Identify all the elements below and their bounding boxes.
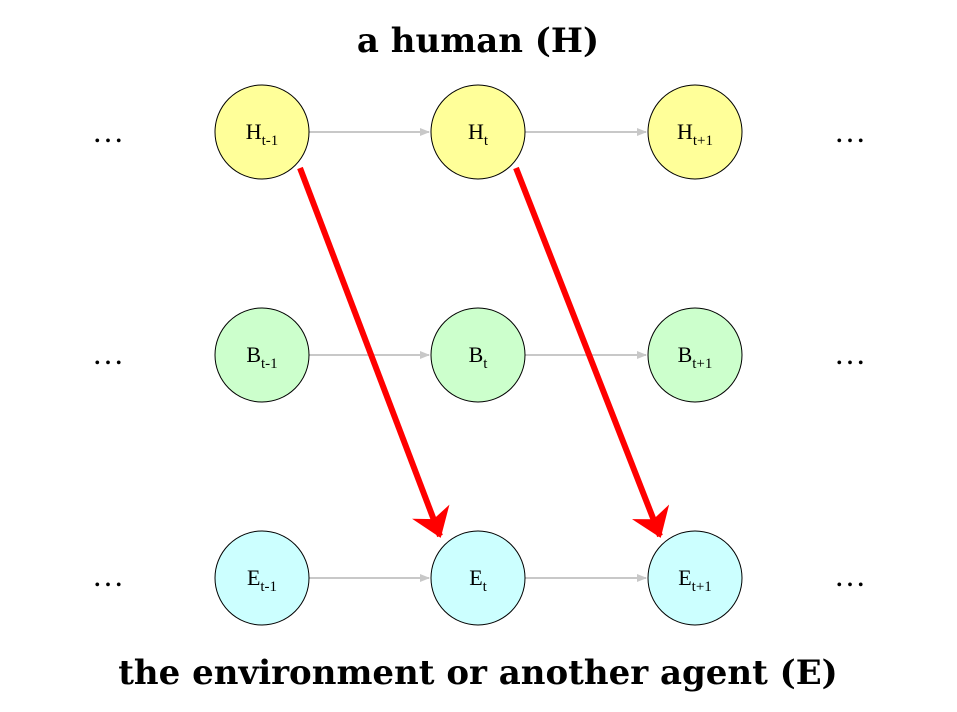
- node-B-t: Bt: [430, 307, 526, 403]
- node-label-E-t-1: Et-1: [247, 565, 277, 595]
- node-circle-B-t: [430, 307, 526, 403]
- ellipsis-right-B: …: [834, 335, 866, 371]
- influence-arrow-1: [513, 166, 670, 538]
- influence-arrow-0: [297, 166, 450, 538]
- node-label-E-t+1: Et+1: [678, 565, 712, 595]
- node-circle-B-t-1: [214, 307, 310, 403]
- top-title: a human (H): [357, 21, 599, 61]
- node-label-H-t-1: Ht-1: [246, 119, 279, 149]
- node-E-t+1: Et+1: [647, 530, 743, 626]
- node-label-H-t+1: Ht+1: [677, 119, 713, 149]
- node-label-B-t: Bt: [469, 342, 489, 372]
- bottom-title: the environment or another agent (E): [118, 653, 838, 693]
- node-H-t+1: Ht+1: [647, 84, 743, 180]
- node-circle-E-t-1: [214, 530, 310, 626]
- node-circle-H-t-1: [214, 84, 310, 180]
- ellipsis-right-H: …: [834, 113, 866, 149]
- ellipsis-left-B: …: [92, 335, 124, 371]
- node-circle-E-t: [430, 530, 526, 626]
- influence-edges: [297, 166, 670, 538]
- node-label-B-t-1: Bt-1: [246, 342, 277, 372]
- ellipsis-right-E: …: [834, 557, 866, 593]
- node-E-t-1: Et-1: [214, 530, 310, 626]
- node-H-t: Ht: [430, 84, 526, 180]
- node-circle-B-t+1: [647, 307, 743, 403]
- ellipsis-left-H: …: [92, 113, 124, 149]
- node-label-E-t: Et: [469, 565, 487, 595]
- node-H-t-1: Ht-1: [214, 84, 310, 180]
- node-circle-H-t+1: [647, 84, 743, 180]
- ellipsis-left-E: …: [92, 557, 124, 593]
- node-E-t: Et: [430, 530, 526, 626]
- nodes: Ht-1 Ht Ht+1Bt-1 Bt Bt+1Et-1 Et Et+1: [214, 84, 743, 626]
- node-label-B-t+1: Bt+1: [678, 342, 713, 372]
- node-circle-E-t+1: [647, 530, 743, 626]
- node-B-t-1: Bt-1: [214, 307, 310, 403]
- node-label-H-t: Ht: [468, 119, 489, 149]
- node-B-t+1: Bt+1: [647, 307, 743, 403]
- node-circle-H-t: [430, 84, 526, 180]
